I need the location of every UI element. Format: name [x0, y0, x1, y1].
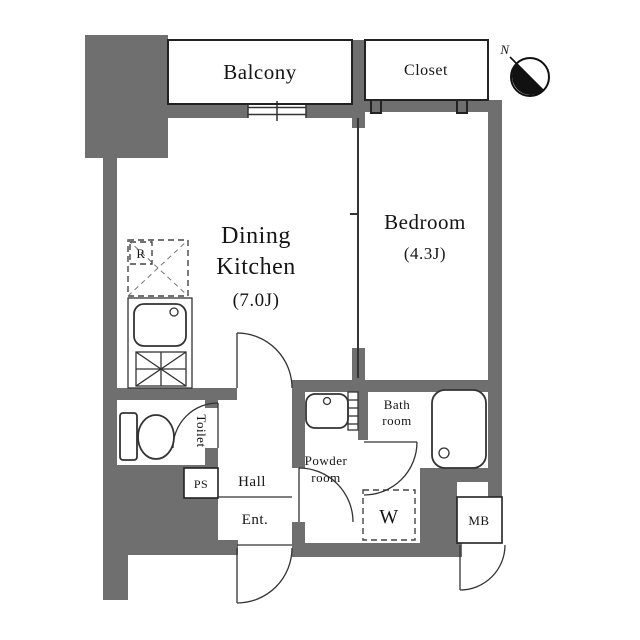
closet-hanger-bracket-icon [370, 99, 382, 114]
dining-kitchen: Dining Kitchen (7.0J) R [127, 223, 295, 389]
closet-label: Closet [404, 62, 448, 79]
wall-toilet-right-top [205, 392, 218, 408]
kitchen-sink-icon [133, 303, 187, 347]
kitchen-counter-outline [127, 297, 193, 389]
kitchen-stove-icon [135, 351, 187, 387]
wall-dk-south-left [117, 388, 237, 400]
wall-top-left-block [85, 35, 168, 158]
door-swing-arc [172, 402, 219, 449]
bathroom-label-line2: room [382, 413, 411, 428]
balcony: Balcony [167, 39, 353, 105]
door-swing-arc [363, 441, 418, 496]
wall-bath-bottom [420, 468, 502, 482]
rack-outline [347, 391, 359, 431]
door-meter-box [459, 544, 506, 591]
kitchen-faucet-icon [169, 307, 179, 317]
washer-dashed-box [362, 489, 416, 541]
door-swing-arc [236, 332, 293, 389]
dk-window [247, 101, 307, 121]
meter-box-label: MB [468, 513, 489, 528]
wall-powder-left-lower [292, 522, 305, 543]
ps-box [183, 467, 219, 499]
closet-outline [364, 39, 489, 101]
wall-bottom-left-of-door [128, 540, 238, 555]
toilet-tank-icon [119, 412, 138, 461]
bedroom: Bedroom (4.3J) [384, 210, 466, 263]
wall-dk-south-right [292, 380, 502, 392]
refrigerator-dashed-box [127, 239, 189, 297]
refrigerator-cross-line [127, 239, 189, 297]
wall-right [488, 100, 502, 497]
door-swing-arc [236, 547, 293, 604]
wall-bottom-right-of-door [292, 543, 462, 557]
balcony-outline [167, 39, 353, 105]
closet: Closet [364, 39, 489, 114]
compass-filled-half [511, 63, 544, 96]
toilet-label: Toilet [194, 414, 209, 447]
door-swing-arc [298, 467, 354, 523]
hall-entrance: Hall Ent. [218, 474, 292, 546]
meter-box-outline [456, 496, 503, 544]
bedroom-size-label: (4.3J) [404, 244, 446, 263]
toilet-bowl-icon [137, 414, 175, 460]
wall-powder-bath-divider [358, 392, 368, 440]
closet-hanger-bracket-icon [456, 99, 468, 114]
ps-label: PS [194, 477, 208, 491]
refrigerator-space: R [127, 239, 189, 297]
pipe-space: PS [183, 467, 219, 499]
washbasin-faucet-icon [322, 396, 332, 406]
refrigerator-cross-line [127, 239, 189, 297]
compass: N [499, 42, 550, 97]
dining-kitchen-label-line1: Dining [221, 223, 291, 249]
washer-label: W [379, 506, 398, 528]
toilet-room: Toilet [119, 412, 209, 461]
kitchen-unit [127, 297, 193, 389]
bedroom-label: Bedroom [384, 210, 466, 234]
bathtub-drain-icon [438, 447, 450, 459]
wall-bedroom-top [352, 100, 502, 112]
door-toilet [172, 402, 219, 449]
bathroom-label-line1: Bath [384, 397, 411, 412]
powder-room-label-line1: Powder [305, 453, 348, 468]
wall-powder-left-upper [292, 392, 305, 468]
meter-box: MB [456, 496, 503, 544]
door-dk [236, 332, 293, 389]
compass-needle-icon [509, 56, 544, 91]
compass-circle [510, 57, 550, 97]
compass-north-label: N [499, 42, 510, 57]
washer-space: W [362, 489, 416, 541]
balcony-label: Balcony [223, 60, 296, 84]
door-swing-arc [459, 544, 506, 591]
entrance-label: Ent. [242, 512, 269, 528]
refrigerator-label: R [136, 246, 145, 261]
door-entrance [236, 547, 293, 604]
washbasin-icon [305, 393, 349, 429]
stove-hatch-line [135, 351, 187, 387]
door-swings [172, 332, 506, 604]
refrigerator-label-box [129, 241, 153, 265]
dining-kitchen-label-line2: Kitchen [216, 254, 295, 280]
door-powder-room [298, 467, 354, 523]
wall-washer-meterbox-divider [420, 482, 457, 543]
bathroom: Bath room [382, 389, 487, 469]
wall-left-bottom-strip [103, 478, 128, 600]
hall-label: Hall [238, 474, 266, 490]
dk-bedroom-partition [350, 118, 359, 378]
door-bathroom [363, 441, 418, 496]
dining-kitchen-size-label: (7.0J) [233, 290, 280, 311]
powder-room: Powder room [305, 391, 359, 485]
wall-balcony-closet-divider [352, 40, 365, 108]
powder-room-label-line2: room [311, 470, 340, 485]
towel-rack-icon [347, 391, 359, 431]
